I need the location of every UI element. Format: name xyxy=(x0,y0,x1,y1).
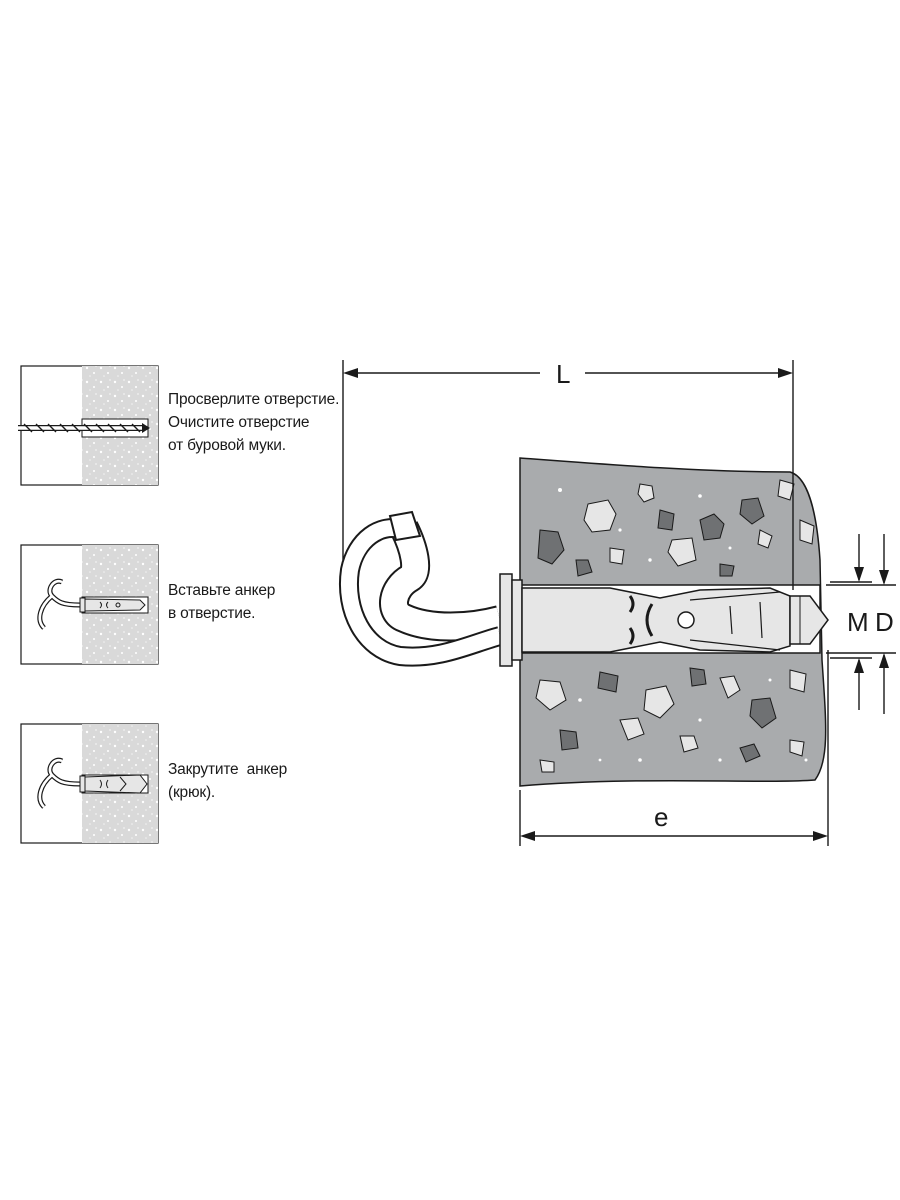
step-3-line-1: Закрутите анкер xyxy=(168,761,288,778)
dimension-l-label: L xyxy=(556,359,570,389)
step-1-line-1: Просверлите отверстие. xyxy=(168,391,340,408)
step-2-text: Вставьте анкер в отверстие. xyxy=(168,579,275,625)
step-3-line-2: (крюк). xyxy=(168,784,216,801)
step-2-line-1: Вставьте анкер xyxy=(168,582,276,599)
hook-anchor-icon xyxy=(37,578,146,630)
dimension-l xyxy=(342,360,794,590)
hook-anchor-expanded-icon xyxy=(37,757,148,809)
step-2-panel xyxy=(20,544,159,665)
step-1-text: Просверлите отверстие. Очистите отверсти… xyxy=(168,388,339,457)
dimension-d xyxy=(826,534,896,714)
step-1-panel xyxy=(18,365,159,486)
step-1-line-2: Очистите отверстие xyxy=(168,414,310,431)
dimension-m xyxy=(830,534,872,710)
step-2-line-2: в отверстие. xyxy=(168,605,256,622)
drill-bit-icon xyxy=(18,423,150,433)
step-1-line-3: от буровой муки. xyxy=(168,437,286,454)
dimension-d-label: D xyxy=(875,607,894,637)
step-3-panel xyxy=(20,723,159,844)
dimension-e xyxy=(519,650,829,846)
step-3-text: Закрутите анкер (крюк). xyxy=(168,758,287,804)
dimension-e-label: e xyxy=(654,802,668,832)
dimension-m-label: M xyxy=(847,607,869,637)
hook-anchor xyxy=(339,510,829,667)
